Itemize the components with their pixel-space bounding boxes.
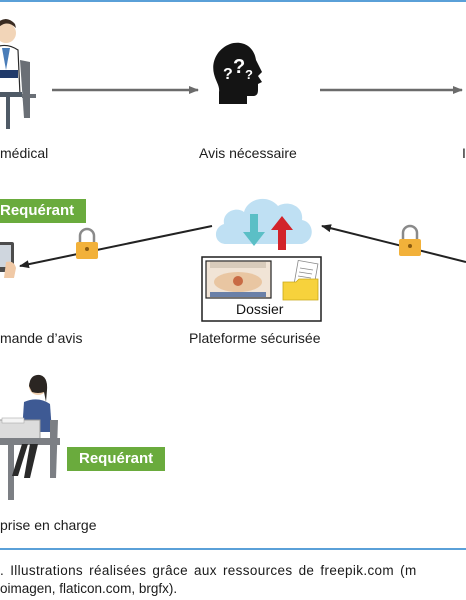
- figure-caption: . Illustrations réalisées grâce aux ress…: [0, 562, 466, 598]
- padlock-icon: [76, 227, 98, 259]
- svg-text:?: ?: [233, 56, 245, 78]
- requerant-badge-middle: Requérant: [0, 199, 87, 223]
- arrow-right-to-platform: [321, 224, 466, 263]
- tablet-hand-icon: [0, 242, 16, 278]
- requerant-badge-bottom: Requérant: [67, 447, 166, 471]
- label-medical: médical: [0, 145, 49, 161]
- dossier-label: Dossier: [236, 301, 284, 317]
- folder-documents-icon: [282, 259, 319, 301]
- label-avis-necessaire: Avis nécessaire: [199, 145, 297, 161]
- label-plateforme-securisee: Plateforme sécurisée: [189, 330, 321, 346]
- dossier-box: Dossier: [201, 256, 322, 322]
- seated-woman-desk-icon: [0, 374, 60, 500]
- label-demande-avis: mande d’avis: [0, 330, 83, 346]
- padlock-icon: [399, 224, 421, 256]
- label-prise-en-charge: prise en charge: [0, 517, 97, 533]
- caption-line-2: oimagen, flaticon.com, brgfx).: [0, 581, 178, 596]
- arrow-platform-to-left: [19, 225, 213, 269]
- question-head-icon: ? ? ?: [213, 42, 262, 104]
- top-border: [0, 0, 466, 2]
- svg-text:?: ?: [223, 66, 233, 83]
- svg-text:?: ?: [245, 67, 253, 82]
- caption-line-1: . Illustrations réalisées grâce aux ress…: [0, 563, 417, 578]
- bottom-border: [0, 548, 466, 550]
- label-right-cut: I: [462, 145, 466, 161]
- doctor-desk-icon: [0, 19, 36, 129]
- workflow-diagram: ? ? ? Dossier: [0, 19, 466, 500]
- cloud-upload-download-icon: [215, 198, 312, 250]
